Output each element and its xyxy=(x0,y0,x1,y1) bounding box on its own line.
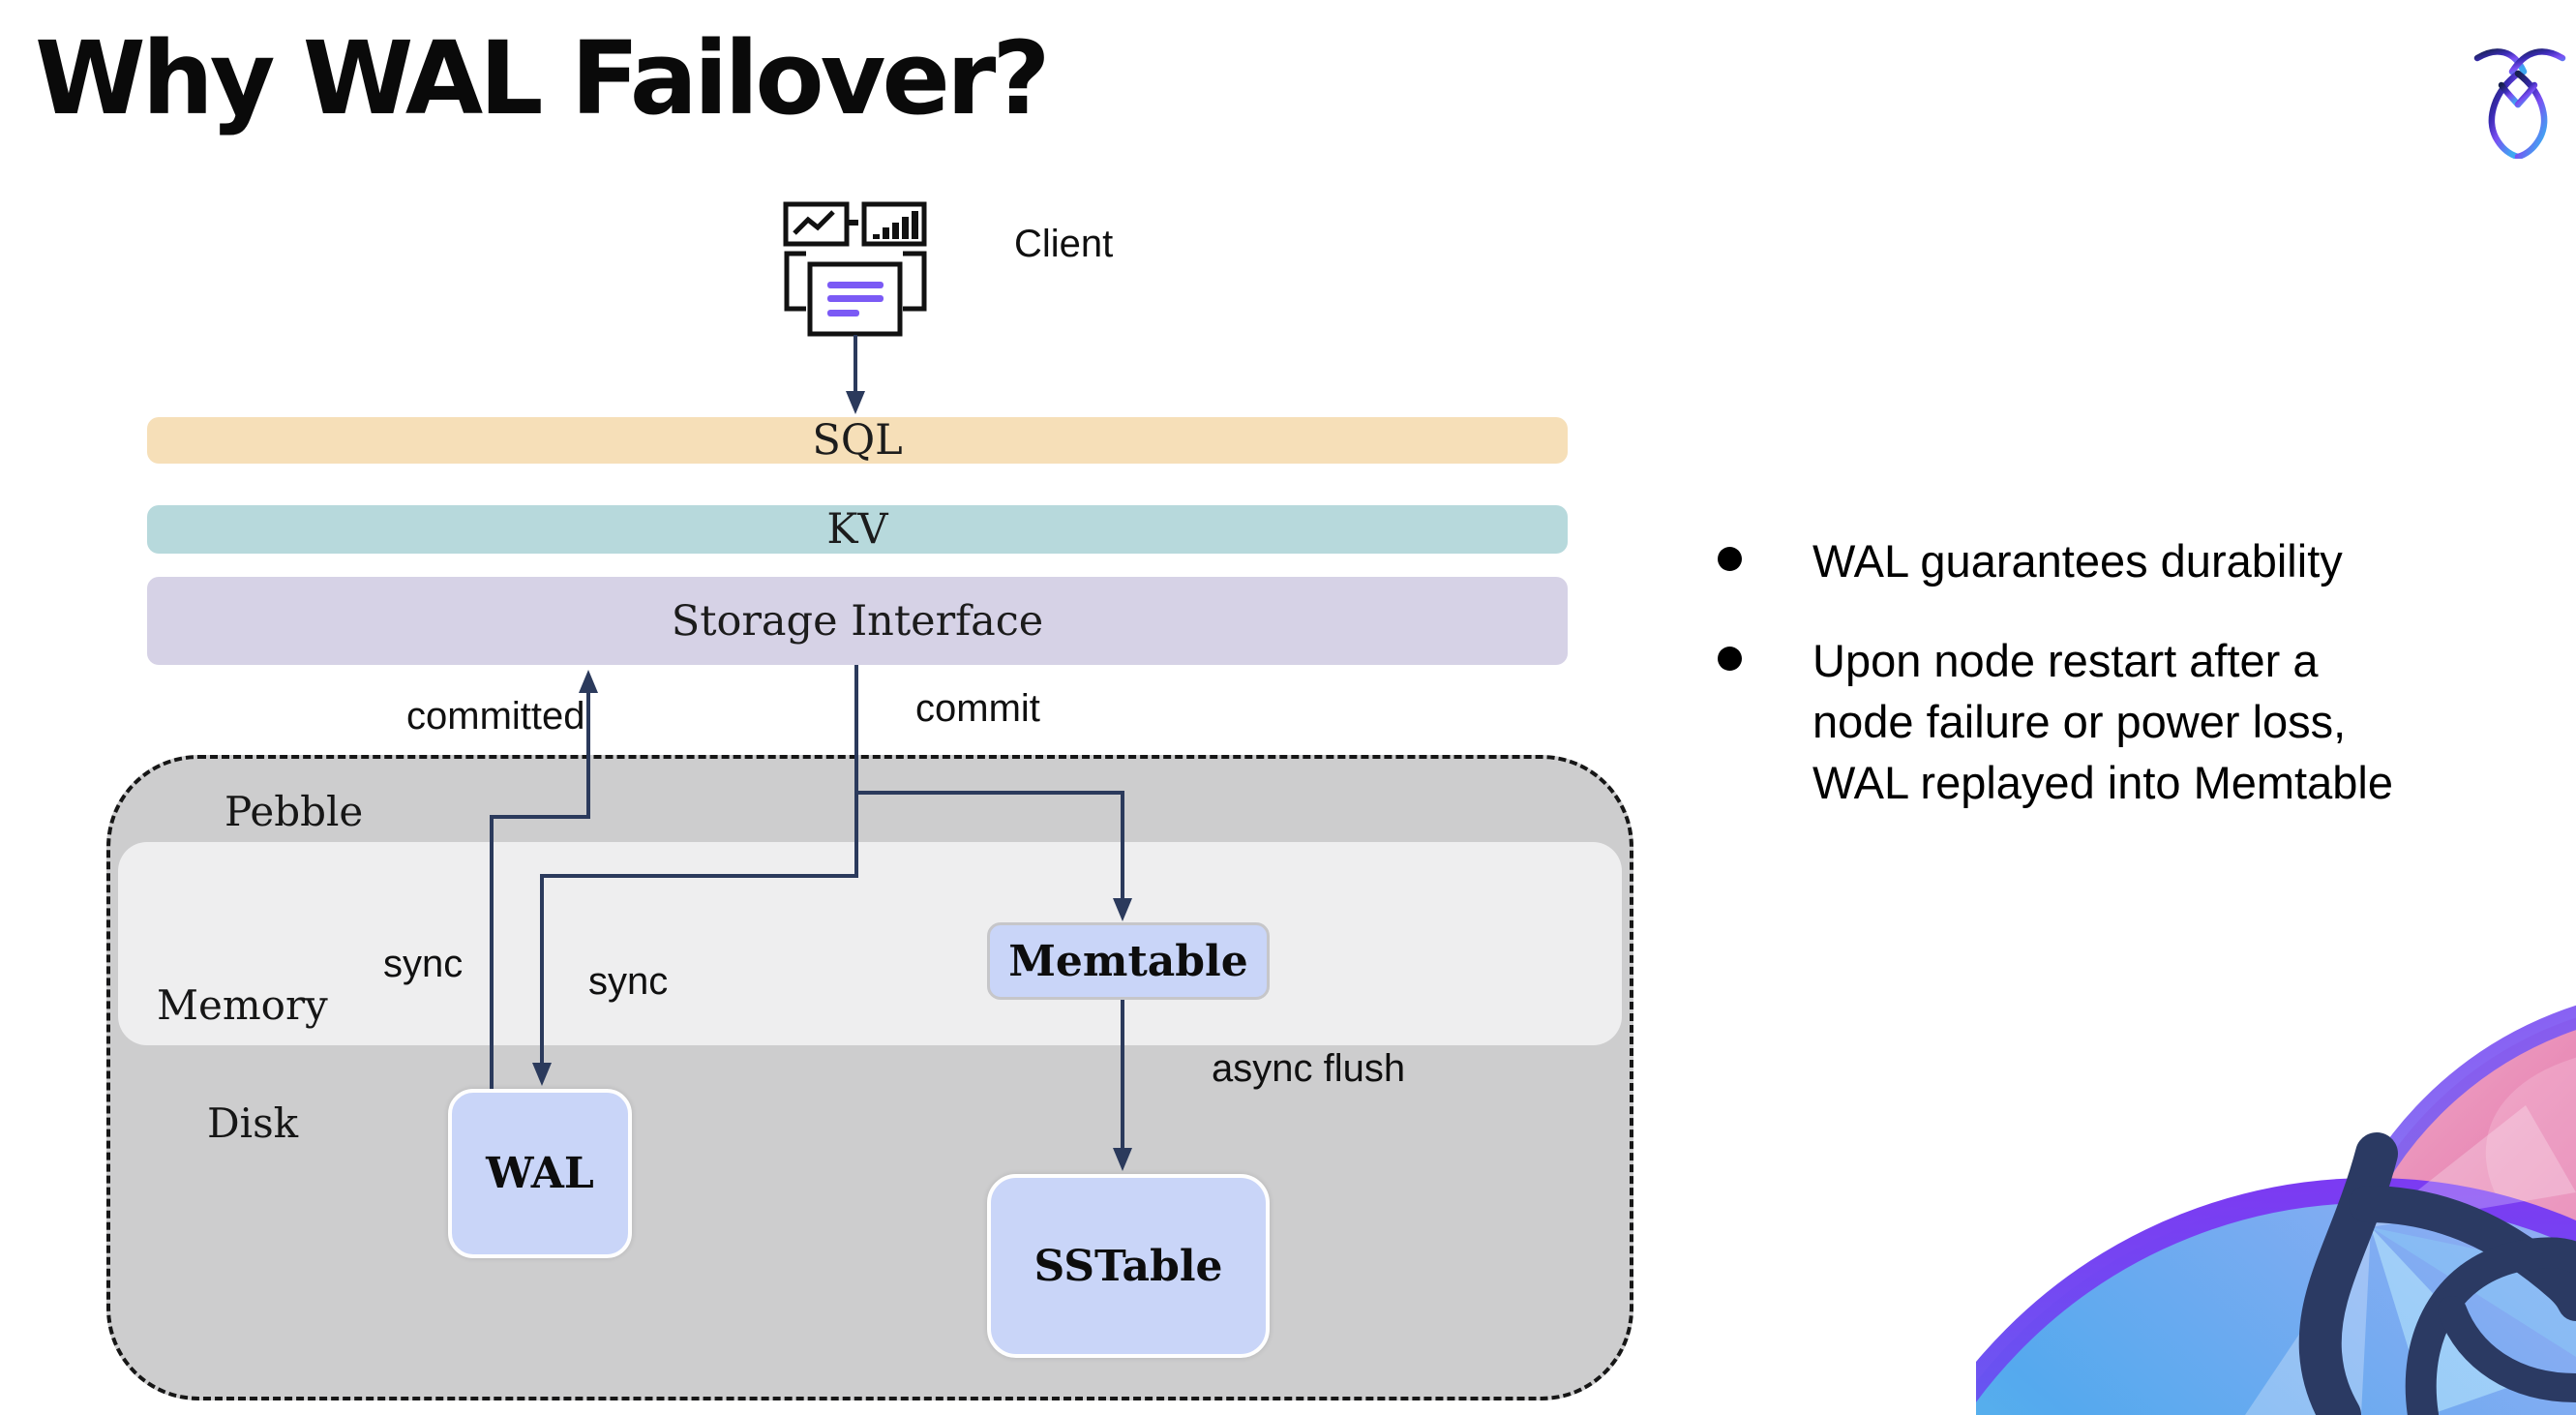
wal-label: WAL xyxy=(486,1149,594,1198)
memtable-node: Memtable xyxy=(987,922,1270,1000)
dash-connector xyxy=(849,220,858,226)
cockroachdb-logo-icon xyxy=(2473,48,2566,159)
cockroachdb-brand-art xyxy=(1976,1005,2576,1415)
client-terminal-icon xyxy=(783,201,927,337)
committed-edge-label: committed xyxy=(406,695,585,738)
layer-bar-storage-interface: Storage Interface xyxy=(147,577,1568,665)
layer-bar-sql: SQL xyxy=(147,416,1568,465)
memtable-label: Memtable xyxy=(1008,936,1248,986)
sstable-node: SSTable xyxy=(987,1174,1270,1358)
sync-right-edge-label: sync xyxy=(588,960,669,1003)
bullet-list: WAL guarantees durability Upon node rest… xyxy=(1718,530,2576,813)
wal-node: WAL xyxy=(448,1089,632,1258)
layer-bar-kv: KV xyxy=(147,505,1568,554)
bullet-dot-icon xyxy=(1718,647,1742,671)
client-label: Client xyxy=(1014,223,1114,265)
bullet-dot-icon xyxy=(1718,547,1742,571)
layer-label-kv: KV xyxy=(826,505,888,554)
bullet-text: Upon node restart after a node failure o… xyxy=(1812,635,2393,808)
layer-label-sql: SQL xyxy=(812,416,903,465)
bracket-icons xyxy=(784,251,927,312)
list-item: WAL guarantees durability xyxy=(1718,530,2576,591)
commit-edge-label: commit xyxy=(915,687,1040,730)
sstable-label: SSTable xyxy=(1033,1241,1223,1291)
list-item: Upon node restart after a node failure o… xyxy=(1718,630,2576,813)
pebble-label: Pebble xyxy=(225,788,364,835)
page-title: Why WAL Failover? xyxy=(35,19,1051,137)
document-icon xyxy=(807,261,903,337)
bullet-text: WAL guarantees durability xyxy=(1812,535,2343,587)
layer-label-storage-interface: Storage Interface xyxy=(671,596,1044,646)
line-chart-icon xyxy=(783,201,850,247)
disk-label: Disk xyxy=(207,1099,299,1147)
async-flush-edge-label: async flush xyxy=(1212,1047,1406,1090)
sync-left-edge-label: sync xyxy=(383,943,464,985)
bar-chart-icon xyxy=(861,201,927,247)
memory-band xyxy=(118,842,1622,1045)
memory-label: Memory xyxy=(157,981,328,1029)
